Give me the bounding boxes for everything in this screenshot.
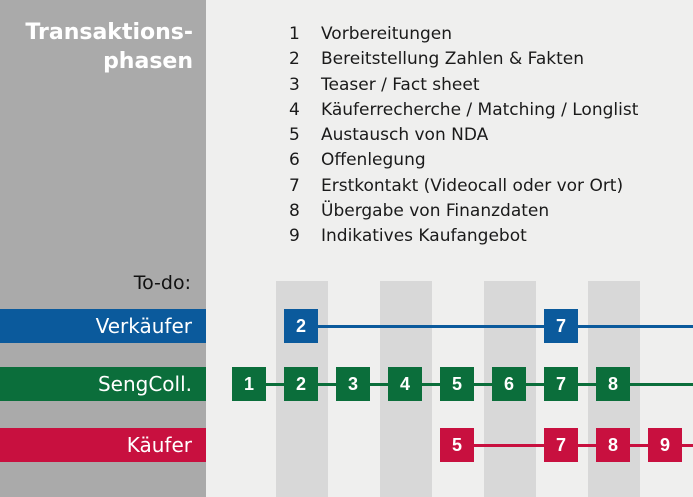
step-box: 5 — [440, 367, 474, 401]
title-line: phasen — [103, 49, 193, 74]
phase-number: 5 — [289, 125, 300, 146]
legend-item: 4 Käuferrecherche / Matching / Longlist — [289, 98, 638, 123]
phase-number: 9 — [289, 226, 300, 247]
phase-label: Austausch von NDA — [321, 125, 489, 146]
phase-label: Bereitstellung Zahlen & Fakten — [321, 49, 584, 70]
phase-label: Käuferrecherche / Matching / Longlist — [321, 99, 639, 120]
phase-label: Vorbereitungen — [321, 24, 452, 44]
step-box: 8 — [596, 367, 630, 401]
step-box: 4 — [388, 367, 422, 401]
phase-number: 7 — [289, 175, 300, 196]
step-box: 7 — [544, 309, 578, 343]
lane-label: Käufer — [0, 428, 206, 462]
legend-item: 9 Indikatives Kaufangebot — [289, 224, 638, 249]
legend-item: 1 Vorbereitungen — [289, 22, 638, 47]
step-box: 6 — [492, 367, 526, 401]
lane-label: SengColl. — [0, 367, 206, 401]
phase-number: 8 — [289, 201, 300, 222]
phase-legend: 1 Vorbereitungen 2 Bereitstellung Zahlen & … — [289, 22, 638, 250]
step-box: 8 — [596, 428, 630, 462]
legend-item: 7 Erstkontakt (Videocall oder vor Ort) — [289, 174, 638, 199]
phase-label: Offenlegung — [321, 150, 426, 171]
phase-number: 6 — [289, 150, 300, 171]
phase-label: Indikatives Kaufangebot — [321, 226, 527, 247]
phase-label: Erstkontakt (Videocall oder vor Ort) — [321, 175, 624, 196]
step-box: 2 — [284, 367, 318, 401]
phase-number: 3 — [289, 74, 300, 95]
legend-item: 5 Austausch von NDA — [289, 123, 638, 148]
todo-label: To-do: — [133, 272, 191, 294]
left-panel — [0, 0, 206, 497]
legend-item: 2 Bereitstellung Zahlen & Fakten — [289, 47, 638, 72]
phase-number: 4 — [289, 99, 300, 120]
step-box: 9 — [648, 428, 682, 462]
legend-item: 8 Übergabe von Finanzdaten — [289, 199, 638, 224]
phase-label: Übergabe von Finanzdaten — [321, 201, 550, 222]
legend-item: 3 Teaser / Fact sheet — [289, 73, 638, 98]
phase-number: 2 — [289, 49, 300, 70]
step-box: 7 — [544, 367, 578, 401]
step-box: 2 — [284, 309, 318, 343]
phase-number: 1 — [289, 24, 300, 44]
step-box: 1 — [232, 367, 266, 401]
phase-label: Teaser / Fact sheet — [321, 74, 480, 95]
legend-item: 6 Offenlegung — [289, 148, 638, 173]
step-box: 5 — [440, 428, 474, 462]
lane-label: Verkäufer — [0, 309, 206, 343]
title-line: Transaktions- — [25, 20, 193, 45]
diagram-title: Transaktions- phasen — [0, 18, 193, 76]
lane-line — [301, 325, 693, 328]
step-box: 7 — [544, 428, 578, 462]
step-box: 3 — [336, 367, 370, 401]
